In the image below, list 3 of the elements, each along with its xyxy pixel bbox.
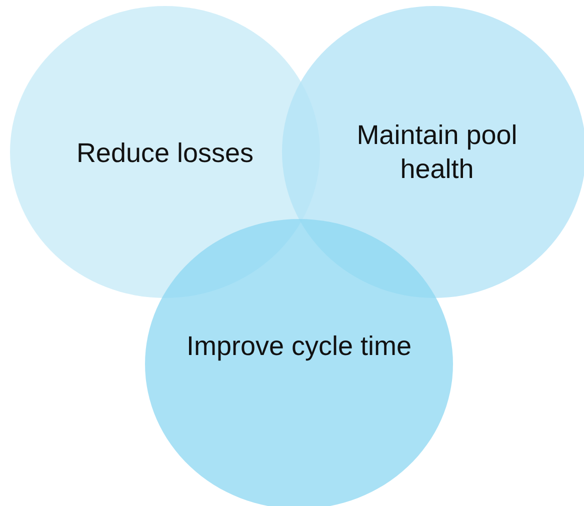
circle-label: Maintain pool health	[356, 119, 518, 186]
circle-label: Reduce losses	[75, 137, 255, 170]
circle-label: Improve cycle time	[185, 330, 413, 363]
